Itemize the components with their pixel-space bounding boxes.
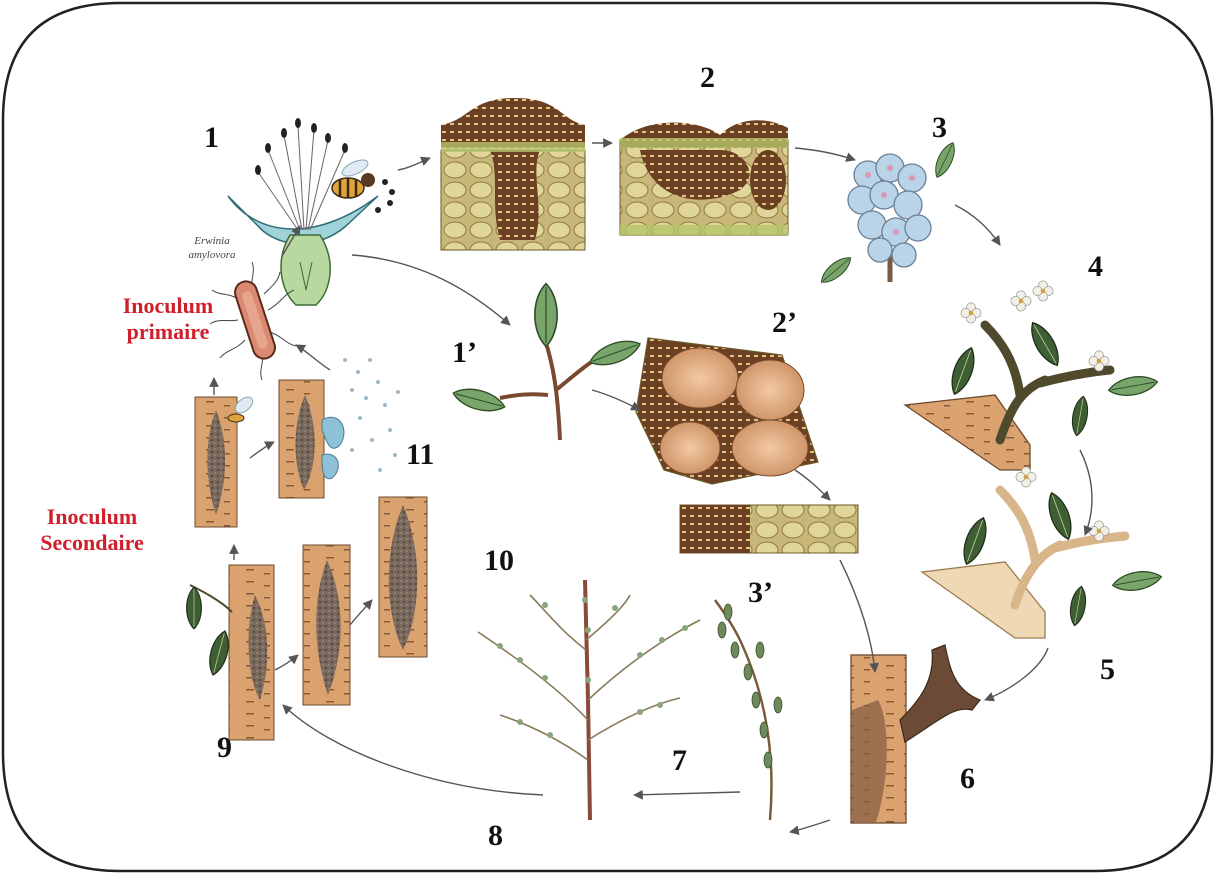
- stage-number-1: 1: [204, 123, 219, 153]
- pathogen-name-label: Erwinia amylovora: [172, 234, 252, 262]
- stage-number-2-prime: 2’: [772, 308, 797, 338]
- style-tissue-section: [620, 120, 788, 235]
- secondary-inoculum-label: Inoculum Secondaire: [22, 504, 162, 556]
- secondary-inoculum-line1: Inoculum: [22, 504, 162, 530]
- stage-number-6: 6: [960, 764, 975, 794]
- stage-number-11: 11: [406, 440, 434, 470]
- primary-inoculum-line2: primaire: [108, 319, 228, 345]
- stage-number-3: 3: [932, 113, 947, 143]
- stage-number-10: 10: [484, 546, 514, 576]
- stage-number-3-prime: 3’: [748, 578, 773, 608]
- primary-inoculum-label: Inoculum primaire: [108, 293, 228, 345]
- stage-number-4: 4: [1088, 252, 1103, 282]
- pathogen-name-line1: Erwinia: [172, 234, 252, 248]
- stage-number-8: 8: [488, 821, 503, 851]
- stage-number-1-prime: 1’: [452, 338, 477, 368]
- stage-number-9: 9: [217, 733, 232, 763]
- pathogen-name-line2: amylovora: [172, 248, 252, 262]
- stigma-tissue-section: [441, 98, 585, 250]
- primary-inoculum-line1: Inoculum: [108, 293, 228, 319]
- secondary-inoculum-line2: Secondaire: [22, 530, 162, 556]
- diagram-frame: [3, 3, 1212, 871]
- stage-number-7: 7: [672, 746, 687, 776]
- bacterial-tissue-strip: [680, 505, 858, 553]
- stage-number-2: 2: [700, 63, 715, 93]
- stage-number-5: 5: [1100, 655, 1115, 685]
